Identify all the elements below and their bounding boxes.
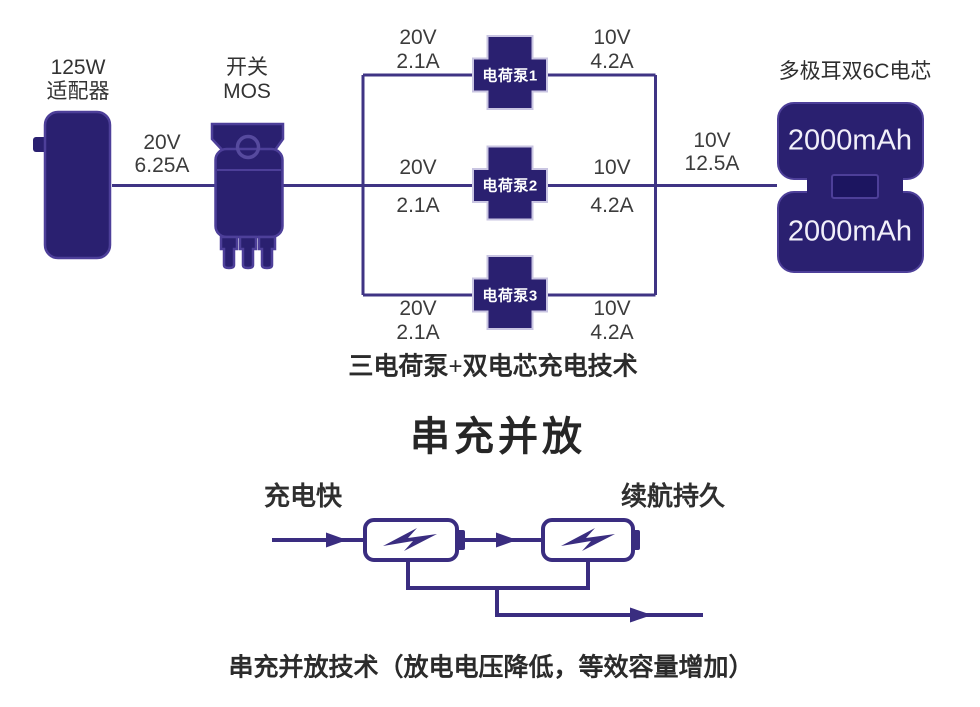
arrow-out-icon [630, 607, 652, 623]
pump1-output-voltage-label: 10V [593, 25, 631, 49]
lightning-icon [383, 528, 437, 551]
pump2-output-current-label: 4.2A [590, 193, 634, 217]
pump3-output-voltage-label: 10V [593, 296, 631, 320]
pump2-output-voltage-label: 10V [593, 155, 631, 179]
bottom-diagram-title: 串充并放 [410, 415, 586, 459]
adapter-output-current-label: 6.25A [134, 153, 190, 177]
circuit-battery-1-terminal [456, 530, 465, 550]
cell2-capacity-label: 2000mAh [787, 215, 913, 248]
mos-legs [219, 235, 277, 270]
adapter-shape [33, 110, 112, 260]
pump2-name-label: 电荷泵2 [482, 177, 538, 195]
top-diagram-caption: 三电荷泵+双电芯充电技术 [348, 353, 638, 381]
adapter-plug-pin [33, 137, 47, 152]
circuit-battery-2-terminal [631, 530, 640, 550]
top-wires [112, 73, 777, 297]
battery-pack-title: 多极耳双6C电芯 [778, 59, 932, 83]
cell1-capacity-label: 2000mAh [787, 124, 913, 157]
pump1-input-current-label: 2.1A [396, 49, 440, 73]
adapter-body [43, 110, 112, 260]
pump2-input-current-label: 2.1A [396, 193, 440, 217]
bottom-diagram-caption: 串充并放技术（放电电压降低，等效容量增加） [228, 654, 754, 682]
pump3-input-voltage-label: 20V [399, 296, 437, 320]
bus-output-current-label: 12.5A [684, 151, 740, 175]
pump3-input-current-label: 2.1A [396, 320, 440, 344]
mos-body [214, 147, 284, 239]
bus-output-voltage-label: 10V [693, 128, 731, 152]
battery-pack-shape [777, 102, 924, 273]
series-circuit [272, 518, 703, 623]
adapter-output-voltage-label: 20V [143, 130, 181, 154]
cell-connector-tab [831, 174, 879, 199]
pump3-name-label: 电荷泵3 [482, 287, 538, 305]
pump1-input-voltage-label: 20V [399, 25, 437, 49]
pump3-output-current-label: 4.2A [590, 320, 634, 344]
charge-pump-3-shape [472, 255, 548, 330]
mos-label-line1: 开关 [226, 55, 268, 79]
pump2-input-voltage-label: 20V [399, 155, 437, 179]
circuit-wires [272, 538, 703, 617]
adapter-label-line1: 125W [50, 55, 106, 79]
arrow-mid-icon [496, 532, 517, 548]
pump1-output-current-label: 4.2A [590, 49, 634, 73]
arrow-in-icon [326, 532, 347, 548]
adapter-label-line2: 适配器 [46, 79, 110, 103]
mos-mounting-hole-icon [235, 134, 261, 160]
long-endurance-note: 续航持久 [620, 481, 726, 512]
charge-pump-2-shape [472, 145, 548, 221]
mos-transistor-shape [210, 122, 285, 270]
lightning-icon [561, 528, 615, 551]
fast-charge-note: 充电快 [263, 481, 343, 512]
mos-label-line2: MOS [223, 79, 271, 103]
pump1-name-label: 电荷泵1 [482, 67, 538, 85]
charge-pump-1-shape [472, 35, 548, 110]
